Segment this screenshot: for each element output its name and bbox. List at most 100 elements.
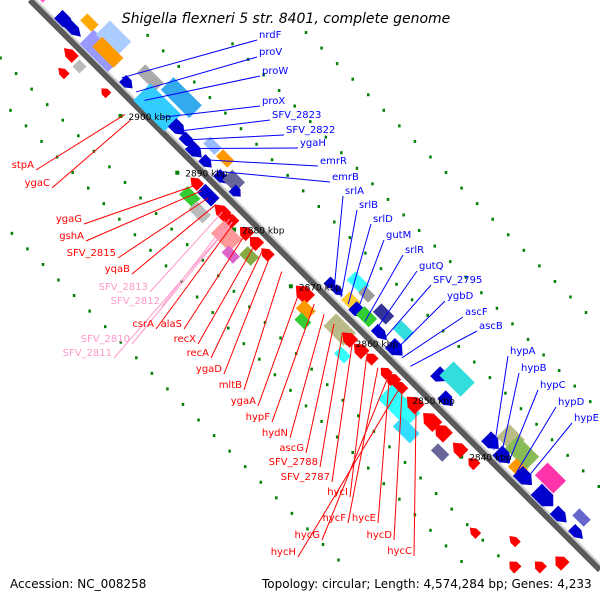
tick-mark — [366, 466, 370, 470]
gene-box — [222, 169, 245, 193]
tick-mark — [208, 96, 212, 100]
gene-label-line — [121, 39, 258, 79]
gene-label-line — [113, 221, 233, 359]
gene-label-line — [333, 195, 344, 290]
tick-mark — [135, 356, 138, 360]
tick-mark — [310, 367, 313, 371]
tick-mark — [433, 244, 436, 248]
tick-mark — [581, 469, 585, 473]
tick-mark — [86, 186, 90, 190]
gene-label: gutQ — [419, 261, 444, 272]
tick-mark — [495, 306, 499, 310]
gene-label-line — [271, 303, 315, 423]
tick-mark — [340, 151, 343, 155]
tick-mark — [481, 538, 485, 542]
tick-mark — [193, 80, 196, 84]
gene-label-line — [203, 159, 319, 167]
tick-mark — [77, 134, 80, 138]
gene-label-line — [210, 251, 263, 359]
tick-mark — [450, 507, 453, 511]
gene-arrow-forward — [437, 390, 453, 406]
tick-mark — [108, 165, 111, 169]
tick-mark — [243, 465, 247, 469]
gene-box — [215, 149, 235, 168]
tick-mark — [341, 398, 345, 402]
gene-label: hypF — [246, 412, 271, 423]
tick-mark — [413, 139, 417, 143]
gene-label: proW — [262, 66, 288, 77]
tick-mark — [14, 72, 18, 76]
kbp-label: 2850 kbp — [412, 397, 455, 407]
tick-mark — [566, 453, 569, 457]
gene-label: ygaD — [196, 364, 222, 375]
gene-label: SFV_2822 — [286, 125, 335, 136]
gene-label-line — [257, 289, 301, 407]
tick-mark — [306, 527, 309, 531]
tick-mark — [259, 480, 263, 484]
gene-box — [505, 435, 540, 470]
gene-label: ygaH — [300, 138, 326, 149]
tick-mark — [335, 435, 339, 439]
tick-mark — [491, 217, 494, 221]
tick-mark — [118, 217, 121, 221]
tick-mark — [351, 451, 354, 455]
gene-box — [160, 77, 202, 119]
kbp-tick — [232, 227, 237, 232]
tick-mark — [102, 202, 106, 206]
tick-mark — [41, 262, 45, 266]
gene-label-line — [135, 56, 258, 93]
gene-arrow-reverse — [423, 412, 443, 433]
tick-mark — [388, 445, 391, 449]
gene-label-line — [321, 377, 389, 541]
gene-box — [355, 306, 378, 328]
gene-label-line — [131, 204, 216, 275]
gene-box — [392, 416, 420, 444]
gene-label-line — [183, 234, 246, 330]
tick-mark — [379, 267, 383, 271]
tick-mark — [177, 64, 180, 68]
tick-mark — [9, 108, 12, 112]
gene-box — [334, 346, 352, 364]
tick-mark — [589, 400, 592, 404]
tick-mark — [357, 414, 360, 418]
gene-label-line — [401, 316, 464, 359]
tick-mark — [277, 89, 281, 93]
tick-mark — [293, 104, 296, 108]
tick-mark — [488, 376, 492, 380]
gene-label-line — [507, 389, 539, 465]
gene-box — [203, 136, 222, 155]
gene-box — [196, 183, 220, 207]
gene-box — [72, 59, 87, 74]
genome-backbone — [27, 0, 600, 573]
gene-label: srlA — [345, 186, 364, 197]
tick-mark — [434, 492, 438, 496]
tick-mark — [320, 419, 323, 423]
tick-mark — [507, 233, 510, 237]
tick-mark — [475, 202, 479, 206]
gene-arrow-reverse — [295, 285, 315, 305]
tick-mark — [457, 344, 461, 348]
gene-label: hydN — [262, 428, 288, 439]
tick-mark — [504, 391, 507, 395]
tick-mark — [410, 298, 414, 302]
gene-arrow-reverse — [435, 424, 453, 443]
gene-label-line — [413, 405, 417, 557]
tick-mark — [71, 171, 74, 175]
tick-mark — [522, 248, 526, 252]
gene-label: hycD — [367, 530, 393, 541]
gene-label-line — [500, 372, 520, 457]
tick-mark — [348, 236, 352, 240]
gene-arrow-forward — [370, 323, 388, 341]
tick-mark — [324, 135, 328, 139]
tick-mark — [72, 294, 76, 298]
gene-label: proX — [262, 96, 285, 107]
gene-arrow-reverse — [469, 527, 482, 539]
accession-label: Accession: NC_008258 — [10, 577, 146, 591]
tick-mark — [123, 180, 127, 184]
gene-label: hycH — [271, 547, 296, 558]
tick-mark — [355, 166, 359, 170]
kbp-label: 2880 kbp — [242, 227, 285, 237]
gene-arrow-forward — [198, 154, 212, 168]
gene-label-line — [349, 356, 368, 498]
tick-mark — [304, 404, 308, 408]
